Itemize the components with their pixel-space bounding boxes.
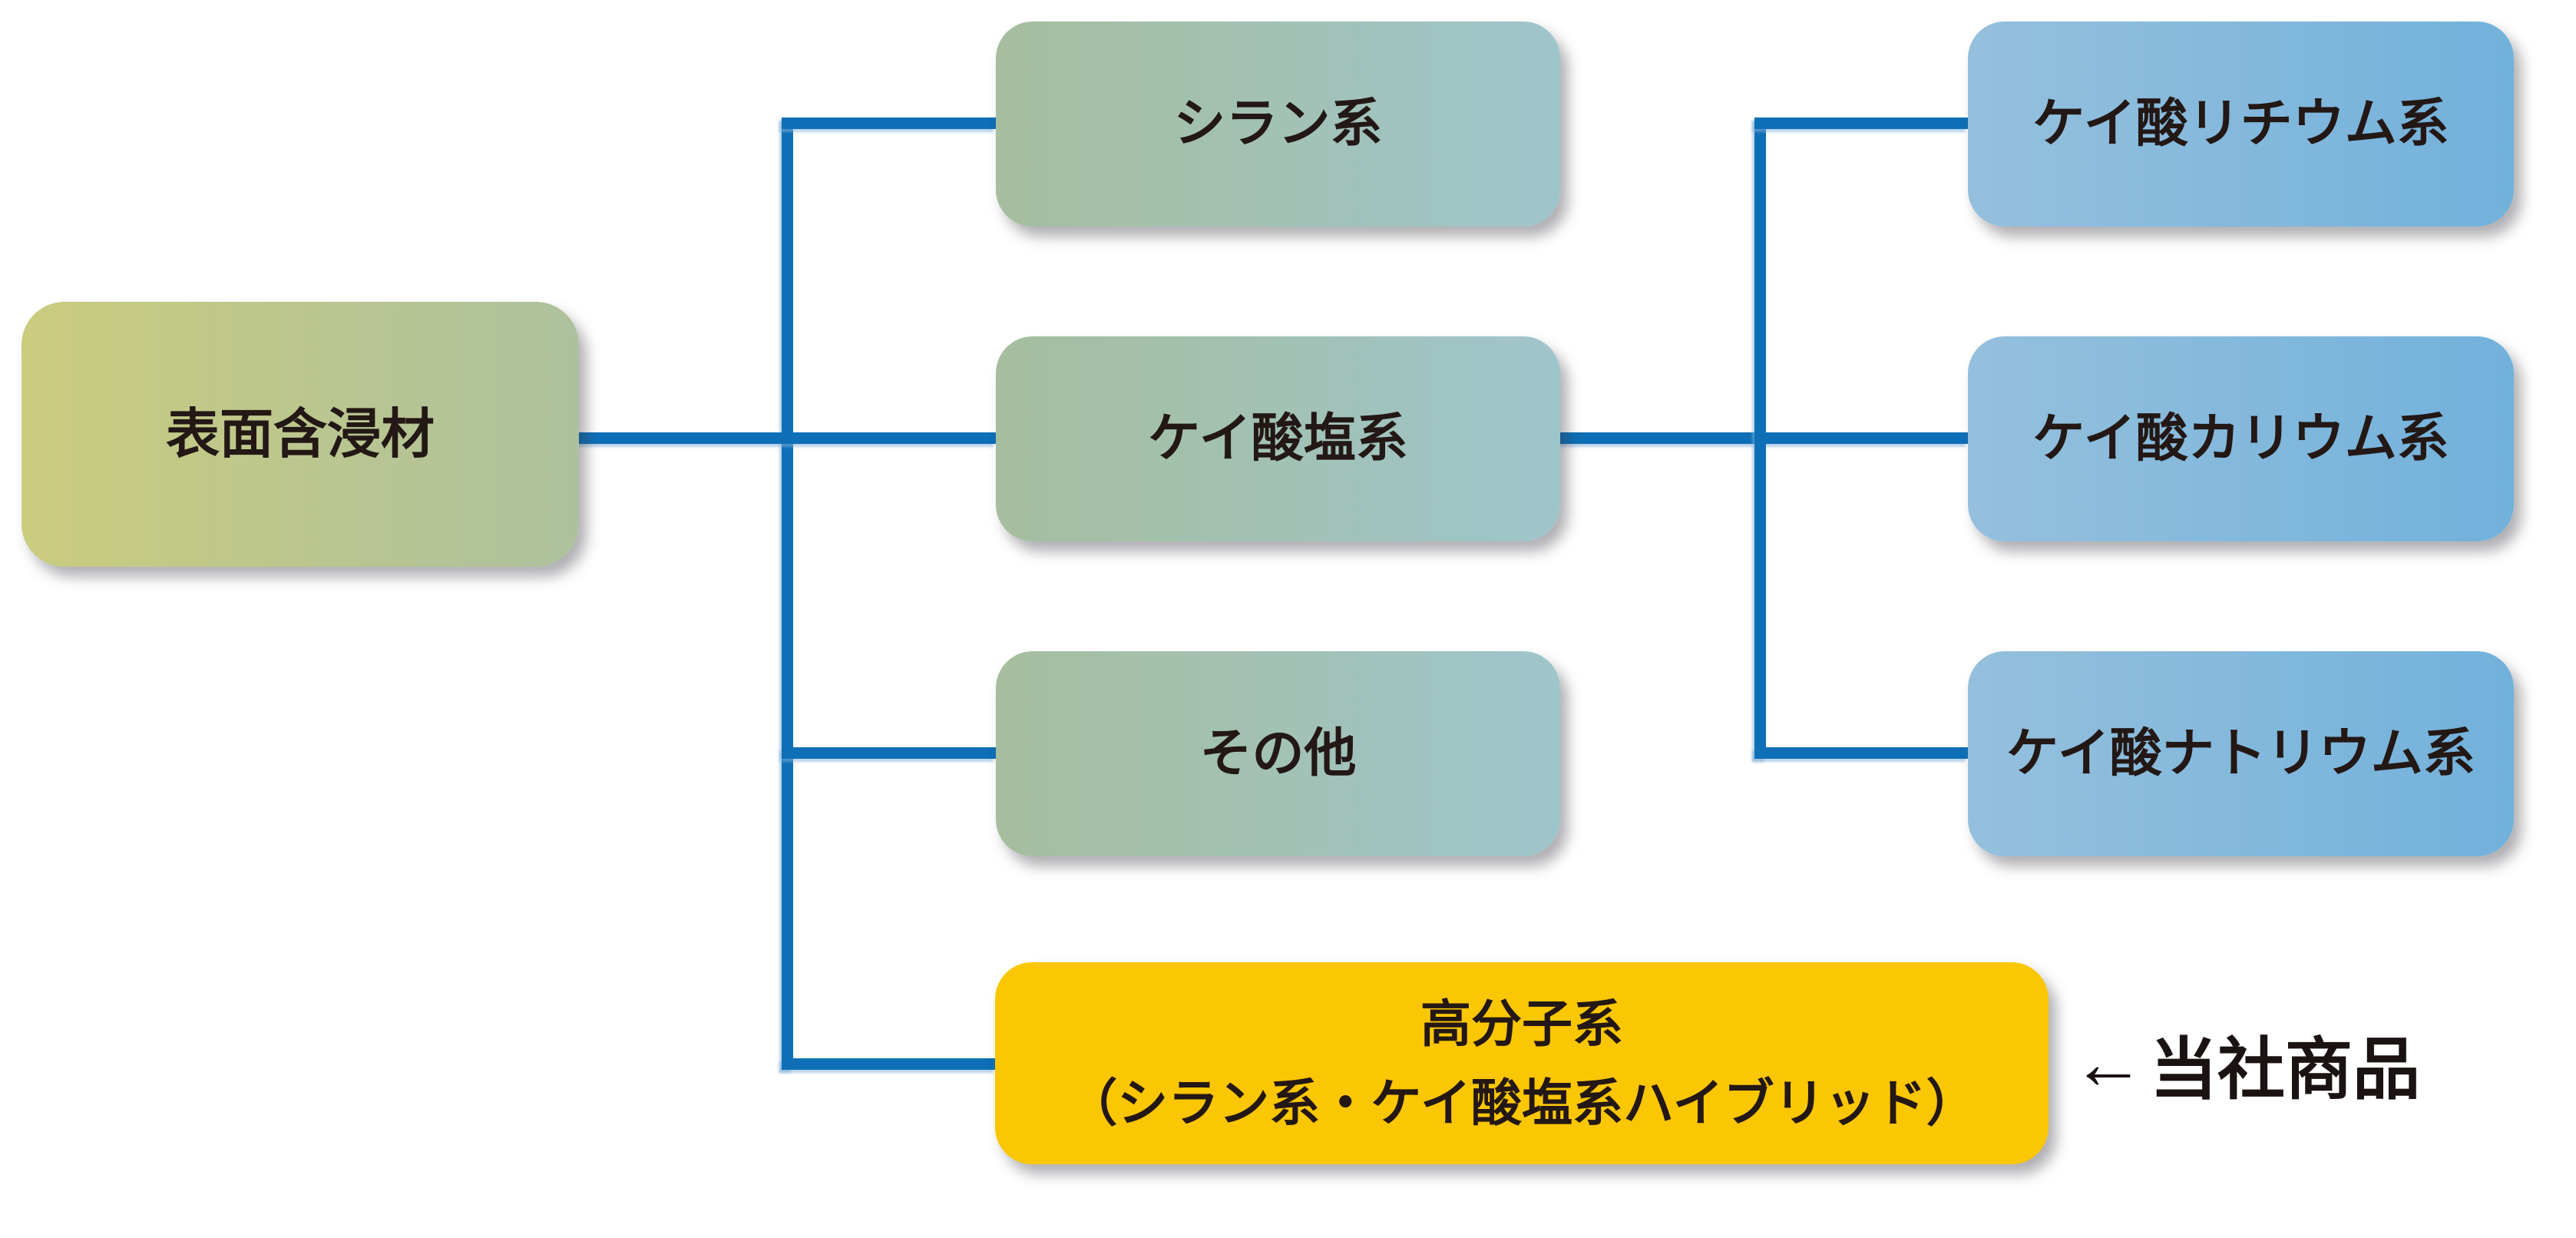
connector-trunk-left	[782, 118, 793, 1070]
node-label-line2: （シラン系・ケイ酸塩系ハイブリッド）	[1066, 1074, 1977, 1131]
node-silane: シラン系	[996, 22, 1560, 227]
node-label-line1: 高分子系	[1420, 995, 1623, 1053]
node-surface-impregnation-material: 表面含浸材	[21, 302, 579, 567]
node-other: その他	[996, 651, 1560, 856]
node-lithium-silicate: ケイ酸リチウム系	[1968, 22, 2514, 227]
left-arrow-icon: ←	[2072, 1022, 2145, 1104]
node-polymer-hybrid: 高分子系 （シラン系・ケイ酸塩系ハイブリッド）	[995, 962, 2049, 1164]
connector-branch-silane	[782, 118, 996, 129]
node-label: ケイ酸カリウム系	[2032, 409, 2449, 468]
node-label: ケイ酸リチウム系	[2032, 94, 2449, 153]
connector-root-to-trunk	[579, 432, 996, 444]
node-label: ケイ酸ナトリウム系	[2006, 724, 2475, 783]
our-product-caption-text: 当社商品	[2150, 1031, 2421, 1107]
connector-branch-sodium	[1754, 747, 1968, 759]
node-label: 表面含浸材	[166, 403, 435, 464]
our-product-caption: ← 当社商品	[2072, 1012, 2420, 1115]
connector-branch-lithium	[1754, 118, 1968, 129]
node-silicate: ケイ酸塩系	[996, 336, 1560, 541]
node-label: ケイ酸塩系	[1148, 409, 1408, 468]
node-sodium-silicate: ケイ酸ナトリウム系	[1968, 651, 2514, 856]
node-label: その他	[1199, 724, 1357, 783]
node-potassium-silicate: ケイ酸カリウム系	[1968, 336, 2514, 541]
node-label: シラン系	[1173, 94, 1383, 153]
connector-branch-polymer	[782, 1058, 996, 1070]
connector-branch-other	[782, 747, 996, 759]
connector-trunk-right	[1754, 118, 1766, 759]
